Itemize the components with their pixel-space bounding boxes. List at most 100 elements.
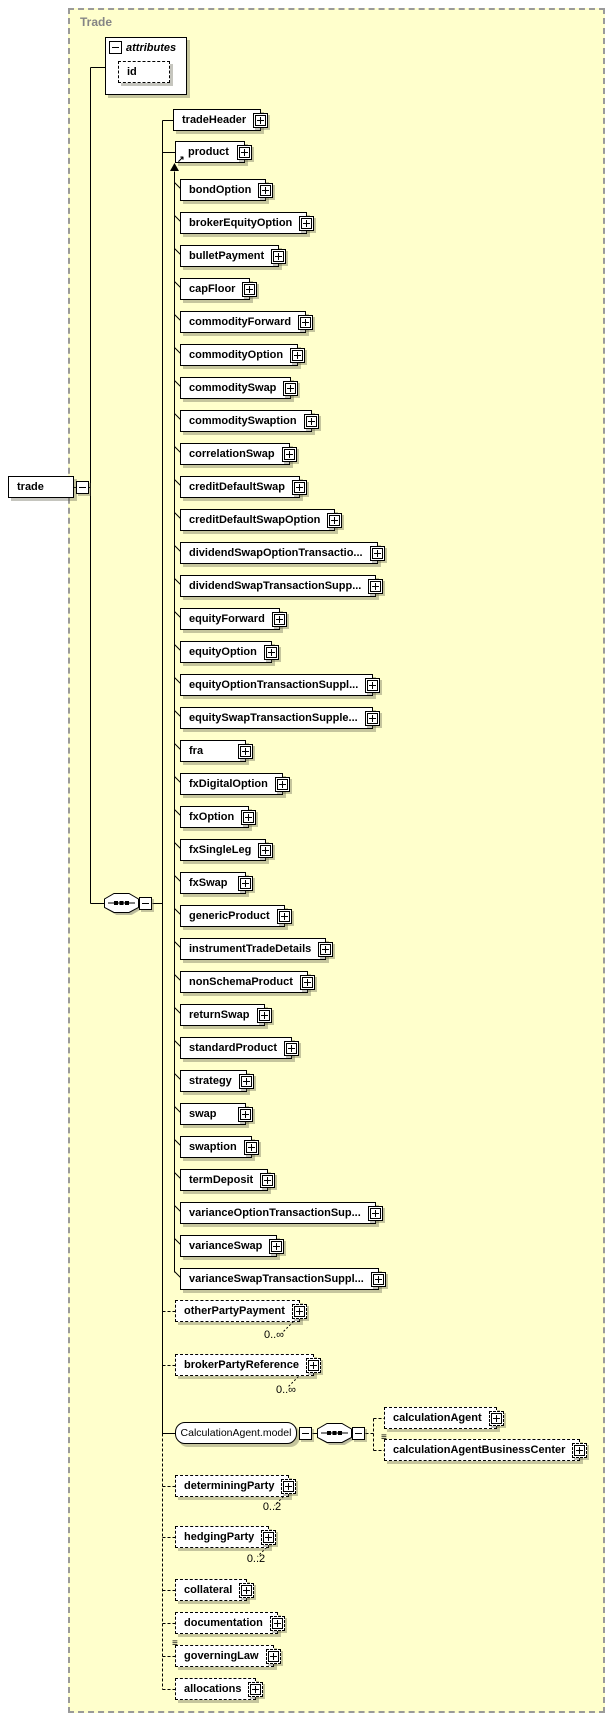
- expand-icon[interactable]: [305, 1357, 321, 1373]
- collapse-icon[interactable]: [299, 1427, 312, 1440]
- product-member-element[interactable]: returnSwap: [180, 1004, 272, 1026]
- element-allocations[interactable]: allocations: [175, 1678, 264, 1700]
- collapse-icon[interactable]: [109, 41, 122, 54]
- product-member-element[interactable]: termDeposit: [180, 1169, 276, 1191]
- expand-icon[interactable]: [271, 248, 287, 264]
- expand-icon[interactable]: [572, 1442, 588, 1458]
- product-member-element[interactable]: creditDefaultSwap: [180, 476, 307, 498]
- element-documentation[interactable]: documentation: [175, 1612, 285, 1634]
- product-member-element[interactable]: dividendSwapTransactionSupp...: [180, 575, 384, 597]
- product-member-element[interactable]: creditDefaultSwapOption: [180, 509, 343, 531]
- element-brokerPartyReference[interactable]: brokerPartyReference: [175, 1354, 321, 1376]
- expand-icon[interactable]: [365, 677, 381, 693]
- expand-icon[interactable]: [290, 347, 306, 363]
- product-member-element[interactable]: varianceSwapTransactionSuppl...: [180, 1268, 386, 1290]
- expand-icon[interactable]: [241, 809, 257, 825]
- expand-icon[interactable]: [318, 941, 334, 957]
- element-determiningParty[interactable]: determiningParty: [175, 1475, 297, 1497]
- expand-icon[interactable]: [327, 512, 343, 528]
- expand-icon[interactable]: [243, 1139, 259, 1155]
- element-trade[interactable]: trade: [8, 476, 89, 498]
- expand-icon[interactable]: [258, 182, 274, 198]
- expand-icon[interactable]: [269, 1238, 285, 1254]
- expand-icon[interactable]: [303, 413, 319, 429]
- expand-icon[interactable]: [237, 144, 252, 160]
- product-member-element[interactable]: brokerEquityOption: [180, 212, 315, 234]
- expand-icon[interactable]: [488, 1410, 504, 1426]
- expand-icon[interactable]: [291, 1303, 307, 1319]
- product-member-element[interactable]: fra: [180, 740, 253, 762]
- product-member-element[interactable]: genericProduct: [180, 905, 292, 927]
- expand-icon[interactable]: [369, 545, 385, 561]
- expand-icon[interactable]: [281, 446, 297, 462]
- expand-icon[interactable]: [269, 1615, 285, 1631]
- element-otherPartyPayment[interactable]: otherPartyPayment: [175, 1300, 307, 1322]
- expand-icon[interactable]: [248, 1681, 264, 1697]
- expand-icon[interactable]: [298, 314, 314, 330]
- expand-icon[interactable]: [239, 1582, 255, 1598]
- product-member-element[interactable]: equityOptionTransactionSuppl...: [180, 674, 381, 696]
- product-member-element[interactable]: strategy: [180, 1070, 254, 1092]
- expand-icon[interactable]: [238, 875, 253, 891]
- product-member-element[interactable]: correlationSwap: [180, 443, 297, 465]
- expand-icon[interactable]: [364, 710, 380, 726]
- product-member-element[interactable]: fxOption: [180, 806, 257, 828]
- expand-icon[interactable]: [367, 1205, 383, 1221]
- expand-icon[interactable]: [238, 1106, 253, 1122]
- product-member-element[interactable]: capFloor: [180, 278, 258, 300]
- element-collateral[interactable]: collateral: [175, 1579, 255, 1601]
- expand-icon[interactable]: [242, 281, 258, 297]
- expand-icon[interactable]: [274, 776, 290, 792]
- element-product[interactable]: ↗ product: [175, 141, 252, 164]
- attribute-id[interactable]: id: [118, 61, 170, 83]
- product-member-element[interactable]: commodityOption: [180, 344, 306, 366]
- product-member-element[interactable]: swap: [180, 1103, 253, 1125]
- product-member-element[interactable]: fxSingleLeg: [180, 839, 274, 861]
- expand-icon[interactable]: [261, 1529, 277, 1545]
- element-calculationAgent[interactable]: calculationAgent: [384, 1407, 504, 1429]
- product-member-element[interactable]: commoditySwaption: [180, 410, 319, 432]
- expand-icon[interactable]: [299, 974, 315, 990]
- product-member-element[interactable]: bulletPayment: [180, 245, 287, 267]
- expand-icon[interactable]: [253, 112, 269, 128]
- product-member-element[interactable]: fxDigitalOption: [180, 773, 290, 795]
- collapse-icon[interactable]: [76, 481, 89, 494]
- expand-icon[interactable]: [263, 644, 279, 660]
- element-governingLaw[interactable]: ≡ governingLaw: [172, 1639, 281, 1667]
- expand-icon[interactable]: [291, 479, 307, 495]
- product-member-element[interactable]: equityOption: [180, 641, 279, 663]
- product-member-element[interactable]: equityForward: [180, 608, 287, 630]
- expand-icon[interactable]: [284, 1040, 300, 1056]
- group-CalculationAgent-model[interactable]: CalculationAgent.model: [175, 1422, 312, 1444]
- expand-icon[interactable]: [256, 1007, 272, 1023]
- product-member-element[interactable]: equitySwapTransactionSupple...: [180, 707, 380, 729]
- expand-icon[interactable]: [258, 842, 274, 858]
- expand-icon[interactable]: [260, 1172, 276, 1188]
- expand-icon[interactable]: [238, 743, 253, 759]
- product-member-element[interactable]: commodityForward: [180, 311, 314, 333]
- product-member-element[interactable]: commoditySwap: [180, 377, 299, 399]
- element-calculationAgentBusinessCenter[interactable]: ≡ calculationAgentBusinessCenter: [381, 1433, 588, 1461]
- product-member-element[interactable]: fxSwap: [180, 872, 253, 894]
- product-member-element[interactable]: dividendSwapOptionTransactio...: [180, 542, 385, 564]
- expand-icon[interactable]: [265, 1648, 281, 1664]
- product-member-element[interactable]: bondOption: [180, 179, 274, 201]
- product-member-element[interactable]: nonSchemaProduct: [180, 971, 315, 993]
- product-member-element[interactable]: varianceOptionTransactionSup...: [180, 1202, 383, 1224]
- expand-icon[interactable]: [370, 1271, 386, 1287]
- expand-icon[interactable]: [238, 1073, 254, 1089]
- product-member-element[interactable]: varianceSwap: [180, 1235, 285, 1257]
- product-member-element[interactable]: instrumentTradeDetails: [180, 938, 334, 960]
- element-tradeHeader[interactable]: tradeHeader: [173, 109, 269, 131]
- element-hedgingParty[interactable]: hedgingParty: [175, 1526, 277, 1548]
- product-member-element[interactable]: swaption: [180, 1136, 259, 1158]
- expand-icon[interactable]: [271, 611, 287, 627]
- expand-icon[interactable]: [299, 215, 315, 231]
- product-member-element[interactable]: standardProduct: [180, 1037, 300, 1059]
- expand-icon[interactable]: [276, 908, 292, 924]
- collapse-icon[interactable]: [352, 1427, 365, 1440]
- expand-icon[interactable]: [368, 578, 384, 594]
- collapse-icon[interactable]: [139, 897, 152, 910]
- expand-icon[interactable]: [283, 380, 299, 396]
- expand-icon[interactable]: [281, 1478, 297, 1494]
